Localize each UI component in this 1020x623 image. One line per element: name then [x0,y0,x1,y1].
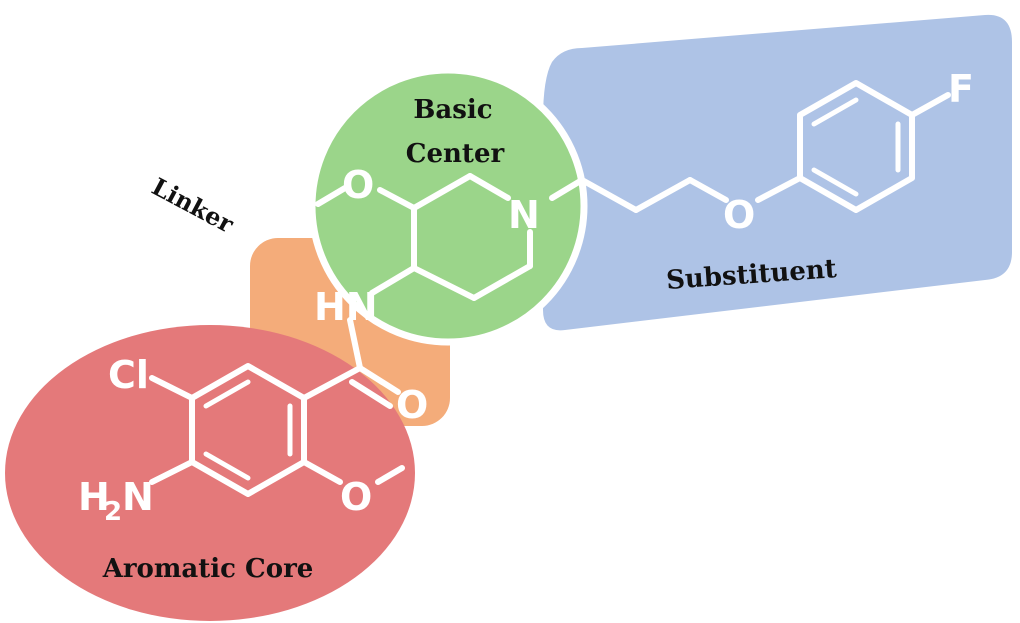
methoxy-top-bond-2 [315,185,348,207]
amine-subscript: 2 [104,497,122,527]
methoxy-oxygen-bottom-atom: O [340,475,372,519]
ether-to-phenyl-bond [755,175,803,203]
linker-label: Linker [147,172,239,239]
aromatic-core-label: Aromatic Core [102,554,314,584]
amine-h-atom: H [78,475,110,519]
nh-to-carbonyl-bond [347,317,363,371]
basic-center-label-line1: Basic [413,95,492,125]
phenyl-to-f-bond [909,92,951,118]
fluorine-atom: F [948,67,974,111]
methoxy-top-bond-1 [377,187,417,211]
ether-oxygen-atom: O [723,193,755,237]
benzene-to-cl-bond [149,375,195,401]
carbonyl-to-ring-bond [301,365,363,401]
propyl-chain-bonds [549,177,729,213]
ring-nitrogen-atom: N [508,193,540,237]
carbonyl-double-bond-1 [357,365,401,395]
carbonyl-oxygen-atom: O [396,383,428,427]
ring-to-nh-bond [369,265,417,296]
carbonyl-double-bond-2 [349,379,393,409]
chlorine-atom: Cl [108,353,149,397]
basic-center-label-line2: Center [406,139,505,169]
substituent-region [543,14,1012,331]
methoxy-oxygen-top-atom: O [342,163,374,207]
piperidine-ring-bonds [411,173,533,301]
amide-nitrogen-atom: HN [314,285,378,329]
amine-n-atom: N [122,475,154,519]
benzene-to-methoxy-bond [301,459,343,485]
benzene-to-nh2-bond [149,459,195,485]
methoxy-bottom-bond [375,465,405,485]
